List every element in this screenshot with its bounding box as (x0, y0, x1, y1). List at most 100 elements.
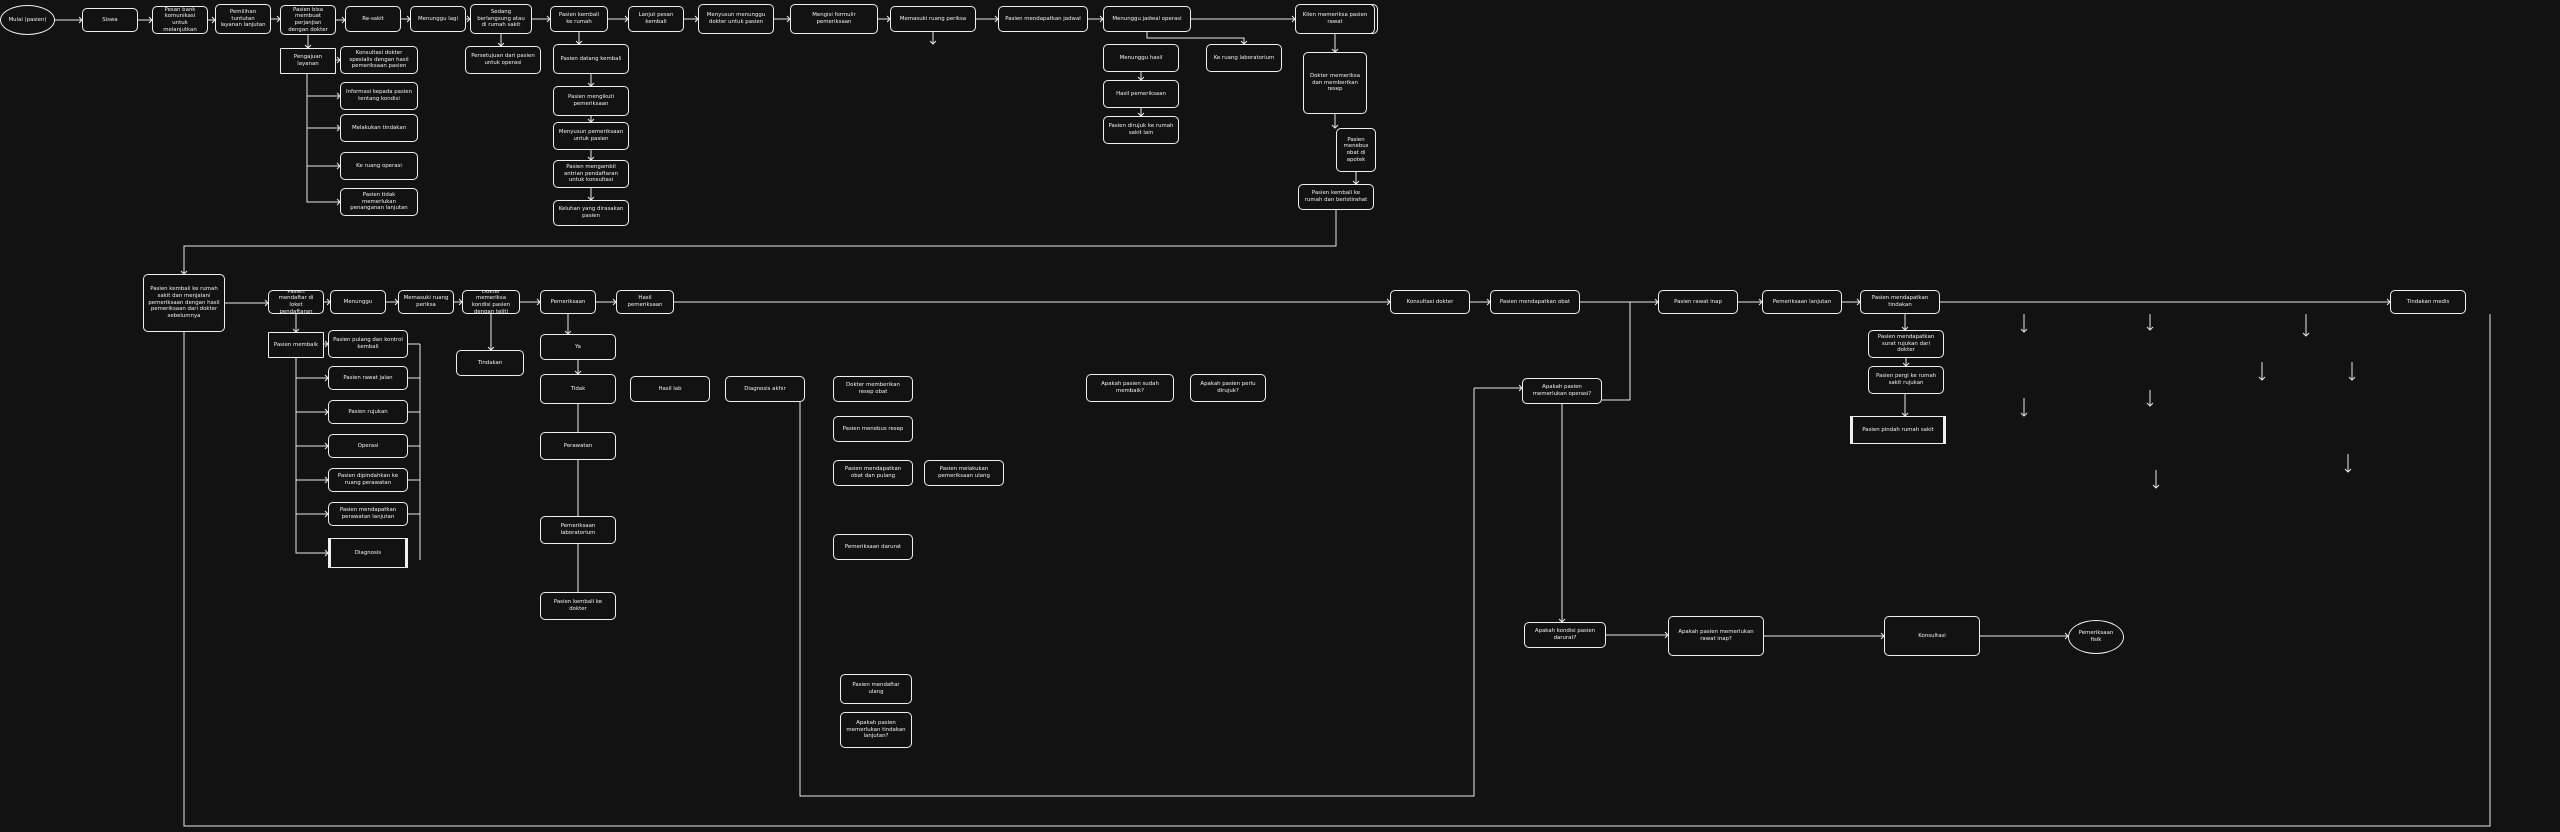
flow-node-r2-17: Operasi (328, 434, 408, 458)
flow-node-n4: Pemilihan tuntutan layanan lanjutan (215, 4, 271, 34)
flow-node-label: Konsultasi (1918, 632, 1946, 639)
flow-node-label: Pasien melakukan pemeriksaan ulang (938, 466, 990, 479)
flow-node-label: Hasil lab (658, 385, 682, 392)
flow-node-r2-18: Pasien dipindahkan ke ruang perawatan (328, 468, 408, 492)
flow-node-label: Menyusun menunggu dokter untuk pasien (706, 12, 766, 25)
flow-node-label: Pasien mendapatkan surat rujukan dari do… (1877, 333, 1935, 354)
connector-arrowhead (1331, 124, 1339, 129)
flow-node-label: Menunggu (343, 298, 373, 305)
flow-node-r2-35: Apakah pasien memerlukan tindakan lanjut… (840, 712, 912, 748)
flow-node-label: Memasuki ruang periksa (403, 295, 449, 308)
connector-line (306, 74, 340, 203)
flow-node-label: Pasien pergi ke rumah sakit rujukan (1875, 373, 1937, 386)
flow-node-label: Keluhan yang dirasakan pasien (558, 206, 624, 219)
flow-node-r2-6: Hasil pemeriksaan (616, 290, 674, 314)
flow-node-r2-23: Tidak (540, 374, 616, 404)
flow-node-label: Perawatan (563, 442, 593, 449)
flow-node-r2-28: Diagnosis akhir (725, 376, 805, 402)
flow-node-label: Menunggu hasil (1119, 54, 1163, 61)
flow-node-label: Lanjut pesan kembali (638, 12, 674, 25)
flow-node-r2-31: Pasien mendapatkan obat dan pulang (833, 460, 913, 486)
flow-node-label: Menunggu lagi (418, 15, 458, 22)
flow-node-n34: Dokter memeriksa dan memberikan resep (1303, 52, 1367, 114)
flow-node-n19: Konsultasi dokter spesialis dengan hasil… (340, 46, 418, 74)
flow-node-r2-4: Dokter memeriksa kondisi pasien dengan t… (462, 290, 520, 314)
flow-node-label: Dokter memeriksa dan memberikan resep (1309, 72, 1360, 93)
flow-node-label: Pasien mendapatkan jadwal (1005, 15, 1081, 22)
flow-node-label: Tidak (570, 385, 586, 392)
flow-node-r2-13: Pasien membaik (268, 332, 324, 358)
flow-node-n22: Ke ruang operasi (340, 152, 418, 180)
flow-node-n24: Persetujuan dari pasien untuk operasi (465, 46, 541, 74)
flow-node-label: Persetujuan dari pasien untuk operasi (471, 53, 535, 66)
flow-node-r2-22: Ya (540, 334, 616, 360)
connector-line (306, 74, 340, 167)
connector-line (295, 358, 328, 481)
flow-node-n21: Melakukan tindakan (340, 114, 418, 142)
flow-node-label: Pasien rujukan (348, 408, 388, 415)
flow-node-r2-11: Pasien mendapatkan tindakan (1860, 290, 1940, 314)
flow-node-label: Apakah pasien memerlukan rawat inap? (1678, 629, 1754, 642)
flow-node-label: Pasien datang kembali (560, 55, 622, 62)
flow-node-label: Melakukan tindakan (351, 124, 407, 131)
connector-line (1602, 302, 1631, 401)
flow-node-label: Sedang berlangsung atau di rumah sakit (477, 8, 525, 29)
flow-node-label: Pasien bisa membuat perjanjian dengan do… (288, 6, 328, 33)
flow-node-n18: Pengajuan layanan (280, 48, 336, 74)
flow-node-n20: Informasi kepada pasien tentang kondisi (340, 82, 418, 110)
flow-node-label: Klien memeriksa pasien rawat (1302, 12, 1368, 25)
connector-line (295, 358, 328, 554)
flow-node-label: Apakah pasien sudah membaik? (1101, 381, 1159, 394)
flow-node-r2-16: Pasien rujukan (328, 400, 408, 424)
flow-node-label: Pasien mendapatkan perawatan lanjutan (339, 507, 397, 520)
flow-node-n25: Pasien datang kembali (553, 44, 629, 74)
flow-node-r2-38: Apakah pasien memerlukan operasi? (1522, 378, 1602, 404)
flow-node-n6: Re-sakit (345, 6, 401, 32)
flow-node-n10: Lanjut pesan kembali (628, 6, 684, 32)
flow-node-label: Pemeriksaan fisik (2078, 630, 2114, 643)
flow-node-label: Pasien kembali ke dokter (553, 599, 603, 612)
flow-node-label: Pemilihan tuntutan layanan lanjutan (220, 8, 266, 29)
flow-node-r2-0: Pasien kembali ke rumah sakit dan menjal… (143, 274, 225, 332)
flow-node-r2-24: Perawatan (540, 432, 616, 460)
connector-arrowhead (2020, 412, 2028, 417)
connector-line (183, 314, 2491, 827)
flow-node-label: Operasi (357, 442, 379, 449)
flow-node-n36: Pasien kembali ke rumah dan beristirahat (1298, 184, 1374, 210)
flow-node-r2-34: Pasien mendaftar ulang (840, 674, 912, 704)
flow-node-label: Hasil pemeriksaan (627, 295, 663, 308)
flow-node-label: Ke ruang operasi (356, 162, 402, 169)
flow-node-n13: Memasuki ruang periksa (890, 6, 976, 32)
connector-line (295, 358, 328, 515)
flow-node-label: Diagnosis akhir (744, 385, 786, 392)
flow-node-r2-32: Pasien melakukan pemeriksaan ulang (924, 460, 1004, 486)
flow-node-r2-12: Tindakan medis (2390, 290, 2466, 314)
flow-node-n28: Pasien mengambil antrian pendaftaran unt… (553, 160, 629, 188)
flow-node-r2-7: Konsultasi dokter (1390, 290, 1470, 314)
flow-node-label: Menyusun pemeriksaan untuk pasien (558, 129, 624, 142)
flow-node-label: Pasien mengambil antrian pendaftaran unt… (563, 163, 619, 184)
flow-node-label: Ya (575, 343, 581, 350)
flow-node-label: Menunggu jadwal operasi (1112, 15, 1182, 22)
flow-node-r2-2: Menunggu (330, 290, 386, 314)
flow-node-n2: Siswa (82, 8, 138, 32)
flow-node-r2-15: Pasien rawat jalan (328, 366, 408, 390)
flow-node-r2-10: Pemeriksaan lanjutan (1762, 290, 1842, 314)
flow-node-n11: Menyusun menunggu dokter untuk pasien (698, 4, 774, 34)
flow-node-n32: Pasien dirujuk ke rumah sakit lain (1103, 116, 1179, 144)
flow-node-n14: Pasien mendapatkan jadwal (998, 6, 1088, 32)
connector-line (306, 74, 340, 97)
flow-node-label: Pasien dirujuk ke rumah sakit lain (1108, 123, 1174, 136)
connector-arrowhead (2348, 376, 2356, 381)
flow-node-n1: Mulai (pasien) (0, 5, 55, 35)
connector-arrowhead (2146, 402, 2154, 407)
flow-node-r2-33: Pemeriksaan darurat (833, 534, 913, 560)
flow-node-label: Pemeriksaan (550, 298, 586, 305)
flow-node-label: Pasien tidak memerlukan penanganan lanju… (350, 191, 408, 212)
flow-node-n29: Keluhan yang dirasakan pasien (553, 200, 629, 226)
flow-node-label: Siswa (102, 16, 118, 23)
flow-node-r2-9: Pasien rawat inap (1658, 290, 1738, 314)
flow-node-r2-40: Apakah pasien memerlukan rawat inap? (1668, 616, 1764, 656)
